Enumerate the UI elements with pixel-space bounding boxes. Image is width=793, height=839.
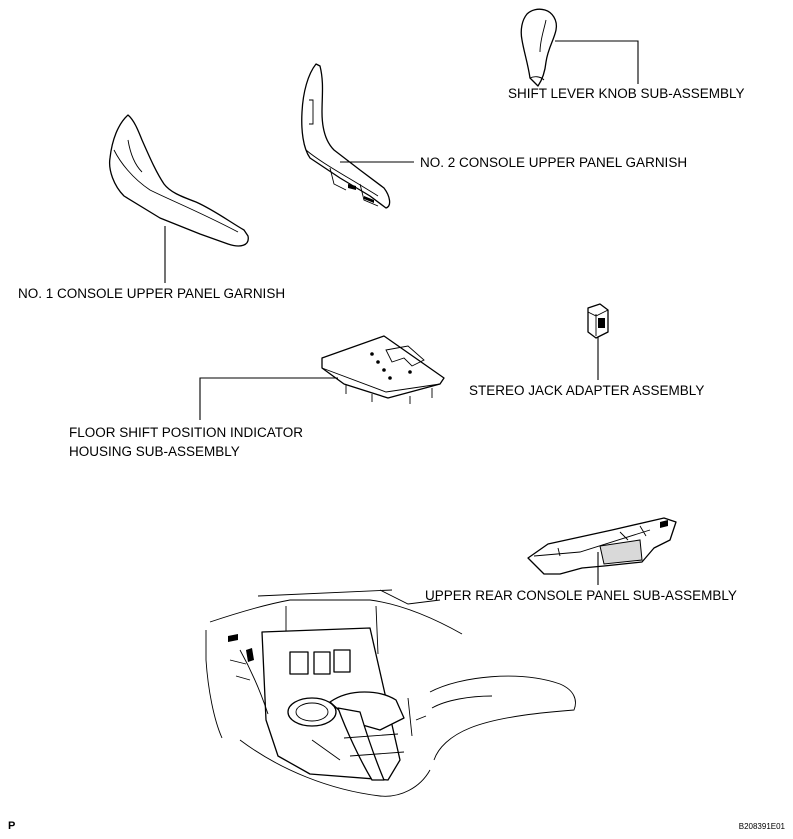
floor-shift-indicator-part	[321, 335, 445, 404]
floor-shift-label-line1: FLOOR SHIFT POSITION INDICATOR	[69, 425, 303, 440]
figure-code: B208391E01	[739, 822, 786, 831]
vehicle-console-view	[205, 589, 576, 797]
no1-garnish-label: NO. 1 CONSOLE UPPER PANEL GARNISH	[18, 286, 285, 301]
corner-mark: P	[8, 820, 15, 832]
shift-knob-leader	[555, 40, 639, 84]
no2-garnish-part	[301, 63, 391, 209]
no2-garnish-label: NO. 2 CONSOLE UPPER PANEL GARNISH	[420, 155, 687, 170]
shift-lever-knob-part	[520, 8, 558, 87]
floor-shift-leader	[199, 377, 338, 420]
stereo-jack-part	[587, 303, 609, 339]
no1-garnish-part	[108, 114, 249, 247]
stereo-jack-label: STEREO JACK ADAPTER ASSEMBLY	[469, 383, 704, 398]
upper-rear-console-part	[527, 517, 677, 575]
upper-rear-console-label: UPPER REAR CONSOLE PANEL SUB-ASSEMBLY	[425, 588, 737, 603]
floor-shift-label-line2: HOUSING SUB-ASSEMBLY	[69, 444, 240, 459]
shift-lever-knob-label: SHIFT LEVER KNOB SUB-ASSEMBLY	[508, 86, 745, 101]
